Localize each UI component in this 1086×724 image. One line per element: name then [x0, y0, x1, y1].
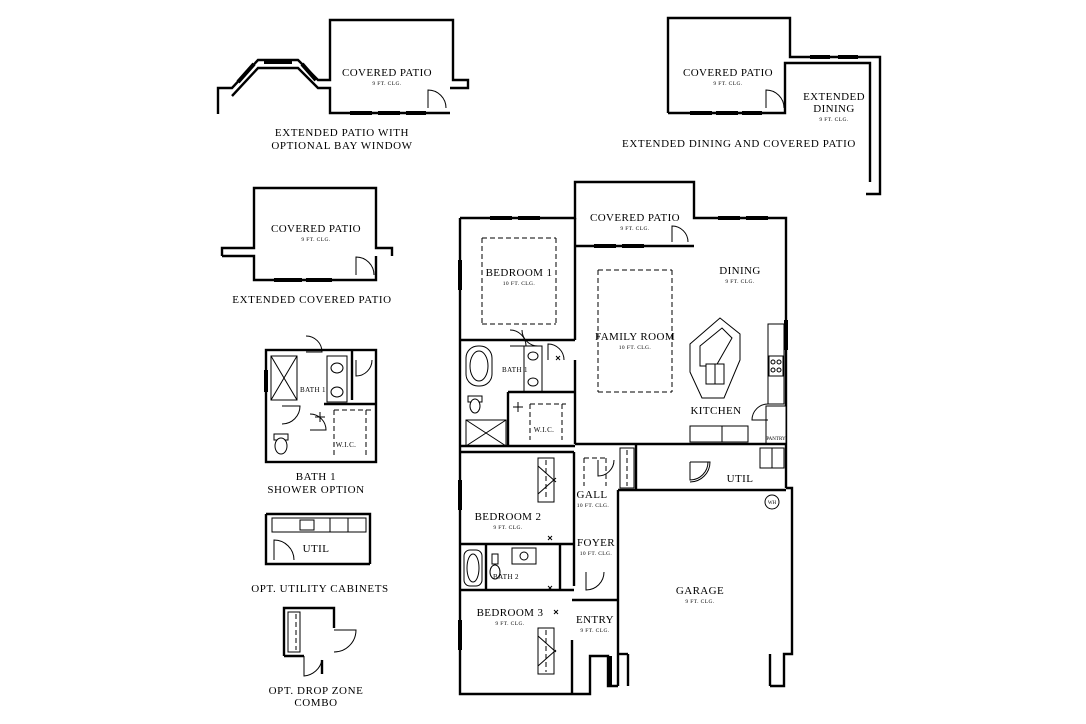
- garage-label: GARAGE: [676, 585, 724, 597]
- option-utility: UTIL OPT. UTILITY CABINETS: [251, 512, 389, 595]
- dining-ceiling: 9 FT. CLG.: [725, 279, 754, 285]
- shower-wic-label: W.I.C.: [336, 441, 357, 449]
- dining-patio-label: COVERED PATIO: [683, 67, 773, 79]
- option-shower: BATH 1 W.I.C. BATH 1 SHOWER OPTION: [264, 335, 378, 496]
- entry-label: ENTRY: [576, 614, 614, 626]
- water-heater-label: WH: [768, 501, 777, 506]
- extended-patio-ceiling: 9 FT. CLG.: [301, 237, 330, 243]
- bedroom3-ceiling: 9 FT. CLG.: [495, 621, 524, 627]
- bath2-label: BATH 2: [493, 573, 519, 581]
- extended-patio-label: COVERED PATIO: [271, 223, 361, 235]
- bath1-label: BATH 1: [502, 366, 528, 374]
- bedroom1-ceiling: 10 FT. CLG.: [503, 281, 536, 287]
- utility-label: UTIL: [303, 543, 330, 555]
- option-drop-zone: OPT. DROP ZONE COMBO: [269, 606, 364, 709]
- pantry-label: PANTRY: [766, 437, 786, 442]
- patio-ceiling: 9 FT. CLG.: [620, 226, 649, 232]
- option-extended-dining: COVERED PATIO 9 FT. CLG. EXTENDED DINING…: [622, 16, 882, 196]
- bay-patio-ceiling: 9 FT. CLG.: [372, 81, 401, 87]
- shower-caption-2: SHOWER OPTION: [267, 484, 364, 496]
- foyer-ceiling: 10 FT. CLG.: [580, 551, 613, 557]
- main-plan: PANTRY WH: [458, 180, 794, 696]
- shower-caption-1: BATH 1: [296, 471, 337, 483]
- patio-label: COVERED PATIO: [590, 212, 680, 224]
- dining-label: DINING: [719, 265, 761, 277]
- bedroom2-label: BEDROOM 2: [475, 511, 542, 523]
- bedroom2-ceiling: 9 FT. CLG.: [493, 525, 522, 531]
- family-room-label: FAMILY ROOM: [595, 331, 675, 343]
- dining-patio-caption: EXTENDED DINING AND COVERED PATIO: [622, 138, 856, 150]
- dining-patio-ceiling: 9 FT. CLG.: [713, 81, 742, 87]
- utility-caption: OPT. UTILITY CABINETS: [251, 583, 389, 595]
- wic-label: W.I.C.: [534, 426, 555, 434]
- family-room-ceiling: 10 FT. CLG.: [619, 345, 652, 351]
- bay-patio-caption-2: OPTIONAL BAY WINDOW: [271, 140, 412, 152]
- entry-ceiling: 9 FT. CLG.: [580, 628, 609, 634]
- bedroom3-label: BEDROOM 3: [477, 607, 544, 619]
- gall-label: GALL: [577, 489, 608, 501]
- shower-bath-label: BATH 1: [300, 386, 326, 394]
- extended-patio-caption: EXTENDED COVERED PATIO: [232, 294, 391, 306]
- extended-dining-label-1: EXTENDED: [803, 91, 865, 103]
- bay-patio-label: COVERED PATIO: [342, 67, 432, 79]
- option-bay-patio: COVERED PATIO 9 FT. CLG. EXTENDED PATIO …: [216, 18, 470, 152]
- drop-zone-caption-1: OPT. DROP ZONE: [269, 685, 364, 697]
- foyer-label: FOYER: [577, 537, 615, 549]
- garage-ceiling: 9 FT. CLG.: [685, 599, 714, 605]
- option-extended-patio: COVERED PATIO 9 FT. CLG. EXTENDED COVERE…: [220, 186, 394, 306]
- kitchen-label: KITCHEN: [690, 405, 741, 417]
- util-label: UTIL: [727, 473, 754, 485]
- extended-dining-ceiling: 9 FT. CLG.: [819, 117, 848, 123]
- bedroom1-label: BEDROOM 1: [486, 267, 553, 279]
- gall-ceiling: 10 FT. CLG.: [577, 503, 610, 509]
- extended-dining-label-2: DINING: [813, 103, 855, 115]
- bay-patio-caption-1: EXTENDED PATIO WITH: [275, 127, 409, 139]
- drop-zone-caption-2: COMBO: [294, 697, 337, 709]
